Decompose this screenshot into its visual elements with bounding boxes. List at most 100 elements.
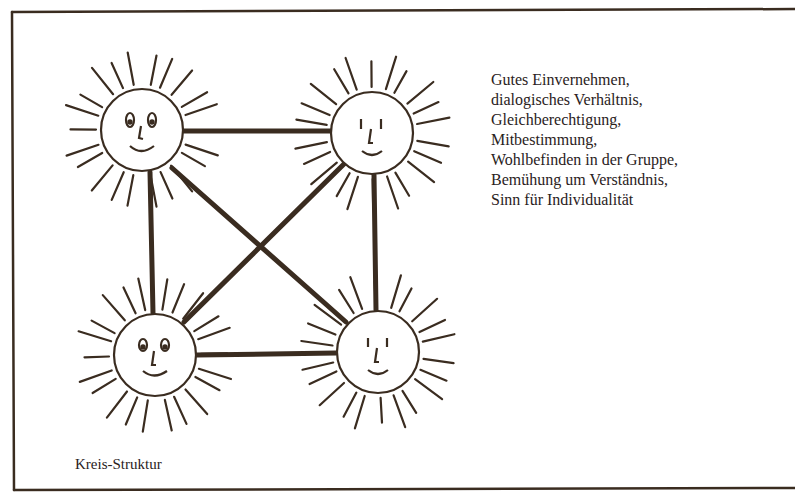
sun-ray <box>417 118 449 124</box>
sun-ray <box>182 153 205 166</box>
sun-ray <box>347 177 358 209</box>
sun-ray <box>107 392 127 418</box>
sun-ray <box>162 279 167 309</box>
sun-ray <box>344 393 357 417</box>
quality-item: Bemühung um Verständnis, <box>491 170 668 190</box>
structure-caption: Kreis-Struktur <box>75 455 162 473</box>
sun-ray <box>112 172 124 200</box>
sun-ray <box>92 165 113 190</box>
sun-ray <box>183 293 203 319</box>
sun-ray <box>151 56 157 85</box>
sun-ray <box>126 397 137 424</box>
sun-ray <box>67 145 99 156</box>
sun-ray <box>311 163 337 185</box>
sun-ray <box>415 379 442 399</box>
sun-ray <box>186 390 208 415</box>
sun-ray <box>186 145 218 156</box>
sun-ray <box>124 288 136 314</box>
sun-ray <box>334 69 348 93</box>
sun-ray <box>403 391 417 413</box>
sun-ray <box>201 352 227 355</box>
sun-ray <box>370 61 372 87</box>
quality-item: Gleichberechtigung, <box>491 110 621 130</box>
sun-ray <box>199 369 231 379</box>
sun-face <box>114 314 196 396</box>
sun-ray <box>188 129 212 131</box>
sun-ray <box>304 152 330 164</box>
sun-ray <box>337 173 350 196</box>
sun-ray <box>143 400 148 431</box>
sun-ray <box>308 323 335 334</box>
sun-ray <box>66 105 98 116</box>
sun-ray <box>128 53 134 85</box>
quality-item: Sinn für Individualität <box>491 190 633 210</box>
sun-ray <box>412 299 437 322</box>
sun-ray <box>138 279 145 311</box>
quality-item: dialogisches Verhältnis, <box>491 90 643 110</box>
sun-ray <box>381 398 382 423</box>
sun-ray <box>112 63 123 88</box>
sun-ray <box>320 383 344 405</box>
sun-ray <box>128 175 134 205</box>
sun-ray <box>414 102 439 114</box>
sun-ray <box>103 295 125 320</box>
frame <box>12 9 795 490</box>
quality-item: Gutes Einvernehmen, <box>491 70 630 90</box>
sun-rays <box>66 53 454 432</box>
sun-face <box>337 311 419 393</box>
sun-ray <box>424 359 454 363</box>
sun-ray <box>303 363 334 370</box>
sun-ray <box>394 395 406 427</box>
sun-ray <box>420 370 446 381</box>
sun-ray <box>182 92 207 107</box>
sun-ray <box>80 371 112 382</box>
quality-item: Mitbestimmung, <box>491 130 597 150</box>
sun-ray <box>407 82 433 104</box>
sun-ray <box>92 321 115 334</box>
sun-ray <box>311 84 336 104</box>
sun-ray <box>302 103 330 115</box>
sun-ray <box>339 290 354 313</box>
sun-ray <box>391 275 401 308</box>
sun-ray <box>372 179 375 203</box>
sun-ray <box>375 281 376 306</box>
sun-ray <box>414 151 441 163</box>
sun-ray <box>171 166 192 192</box>
quality-item: Wohlbefinden in der Gruppe, <box>491 150 678 170</box>
sun-ray <box>194 316 218 331</box>
sun-ray <box>173 284 185 312</box>
sun-ray <box>161 172 173 198</box>
sun-ray <box>417 141 448 146</box>
faces <box>101 89 419 396</box>
sun-ray <box>350 277 362 309</box>
sun-ray <box>386 57 396 89</box>
sun-ray <box>420 320 446 332</box>
sun-ray <box>301 341 332 346</box>
sun-ray <box>71 128 97 130</box>
sun-ray <box>394 71 406 93</box>
sun-ray <box>85 355 110 358</box>
connection-lines <box>150 131 376 355</box>
sun-ray <box>395 173 409 196</box>
sun-ray <box>355 396 365 428</box>
sun-ray <box>195 377 219 390</box>
sun-ray <box>408 162 434 183</box>
sun-ray <box>346 58 357 90</box>
sun-ray <box>80 95 102 108</box>
sun-ray <box>295 142 327 148</box>
sun-ray <box>93 379 116 393</box>
sun-ray <box>160 59 172 88</box>
sun-ray <box>92 68 113 94</box>
sun-ray <box>310 372 337 385</box>
sun-ray <box>296 120 326 125</box>
sun-ray <box>172 71 193 95</box>
sun-face <box>331 92 413 174</box>
sun-ray <box>387 177 398 209</box>
sun-face <box>101 89 183 171</box>
sun-ray <box>151 175 157 206</box>
sun-ray <box>174 397 186 424</box>
sun-ray <box>198 328 230 339</box>
sun-ray <box>400 289 412 312</box>
